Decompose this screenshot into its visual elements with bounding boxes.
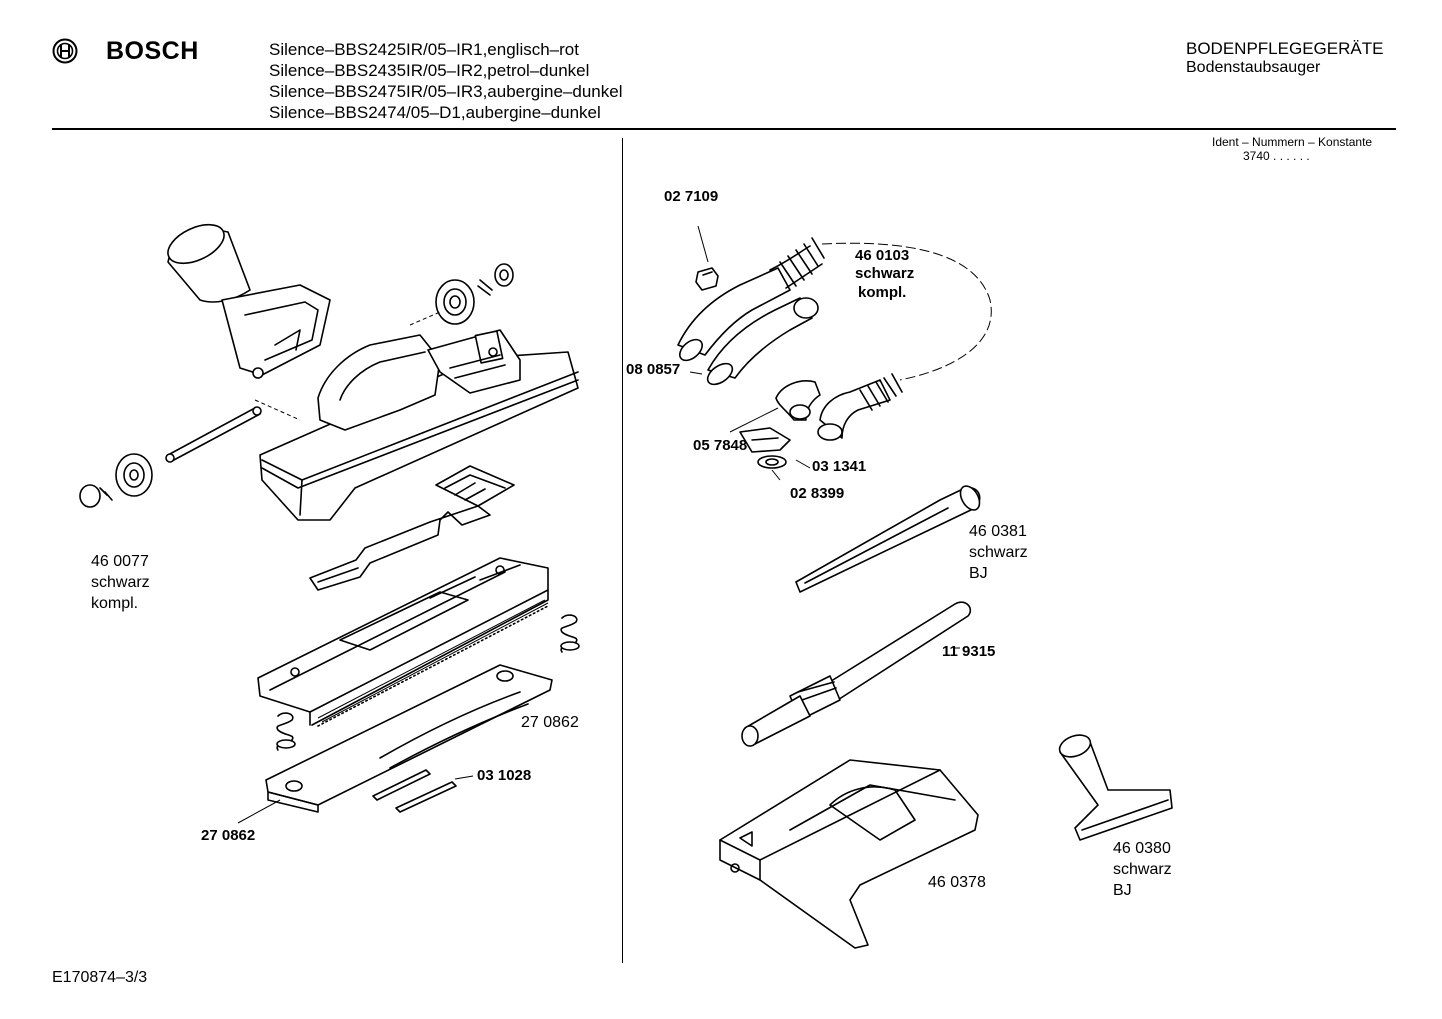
- model-line-3: Silence–BBS2475IR/05–IR3,aubergine–dunke…: [269, 82, 623, 101]
- base-plate-icon: [265, 664, 553, 813]
- hose-clip-icon: [695, 267, 719, 291]
- label-bag-holder: 46 0378: [928, 874, 986, 891]
- label-plate-upper: 27 0862: [521, 714, 579, 731]
- label-connector: 05 7848: [693, 437, 748, 454]
- label-hose-note: kompl.: [858, 284, 907, 301]
- floor-nozzle-body-icon: [259, 329, 579, 521]
- label-hose-color: schwarz: [855, 265, 915, 282]
- washer-icon: [757, 455, 787, 469]
- wheel-top-icon: [435, 263, 514, 325]
- nozzle-connector-icon: [167, 223, 331, 379]
- category-subtitle: Bodenstaubsauger: [1186, 59, 1321, 76]
- label-washer: 02 8399: [790, 485, 845, 502]
- label-upholstery-note: BJ: [1113, 882, 1132, 899]
- spring-left-icon: [276, 712, 296, 751]
- spring-right-icon: [560, 614, 580, 653]
- ident-label: Ident – Nummern – Konstante: [1212, 135, 1373, 149]
- label-nozzle-partno: 46 0077: [91, 553, 149, 570]
- label-hose-partno: 46 0103: [855, 247, 910, 264]
- label-handle: 08 0857: [626, 361, 681, 378]
- model-line-1: Silence–BBS2425IR/05–IR1,englisch–rot: [269, 40, 579, 59]
- label-nozzle-note: kompl.: [91, 595, 139, 612]
- label-plate-lower: 27 0862: [201, 827, 256, 844]
- label-crevice-partno: 46 0381: [969, 523, 1027, 540]
- bag-holder-icon: [719, 759, 979, 949]
- axle-and-wheel-icon: [79, 311, 441, 508]
- telescopic-tube-icon: [741, 601, 972, 747]
- strips-icon: [372, 769, 457, 813]
- pedal-lever-icon: [309, 465, 515, 591]
- label-nozzle-color: schwarz: [91, 574, 150, 591]
- label-strip: 03 1028: [477, 767, 532, 784]
- brush-plate-icon: [257, 557, 549, 727]
- model-line-4: Silence–BBS2474/05–D1,aubergine–dunkel: [269, 103, 601, 122]
- brand-name: BOSCH: [106, 37, 199, 65]
- drawing-number: E170874–3/3: [52, 969, 148, 986]
- label-upholstery-partno: 46 0380: [1113, 840, 1171, 857]
- category-title: BODENPFLEGEGERÄTE: [1186, 39, 1384, 58]
- crevice-tool-icon: [795, 485, 981, 593]
- column-divider: [622, 138, 623, 963]
- upholstery-tool-icon: [1058, 734, 1173, 841]
- header-rule: [52, 128, 1396, 130]
- hose-connector-icon: [775, 380, 821, 421]
- label-upholstery-color: schwarz: [1113, 861, 1172, 878]
- model-line-2: Silence–BBS2435IR/05–IR2,petrol–dunkel: [269, 61, 590, 80]
- hose-end-icon: [817, 373, 903, 441]
- ident-value: 3740 . . . . . .: [1243, 149, 1310, 163]
- bosch-logo-icon: [52, 38, 78, 64]
- hose-handle-icon: [677, 237, 825, 386]
- label-latch: 03 1341: [812, 458, 867, 475]
- label-clip: 02 7109: [664, 188, 719, 205]
- label-crevice-note: BJ: [969, 565, 988, 582]
- latch-icon: [739, 427, 791, 453]
- label-crevice-color: schwarz: [969, 544, 1028, 561]
- label-tube: 11 9315: [942, 643, 996, 660]
